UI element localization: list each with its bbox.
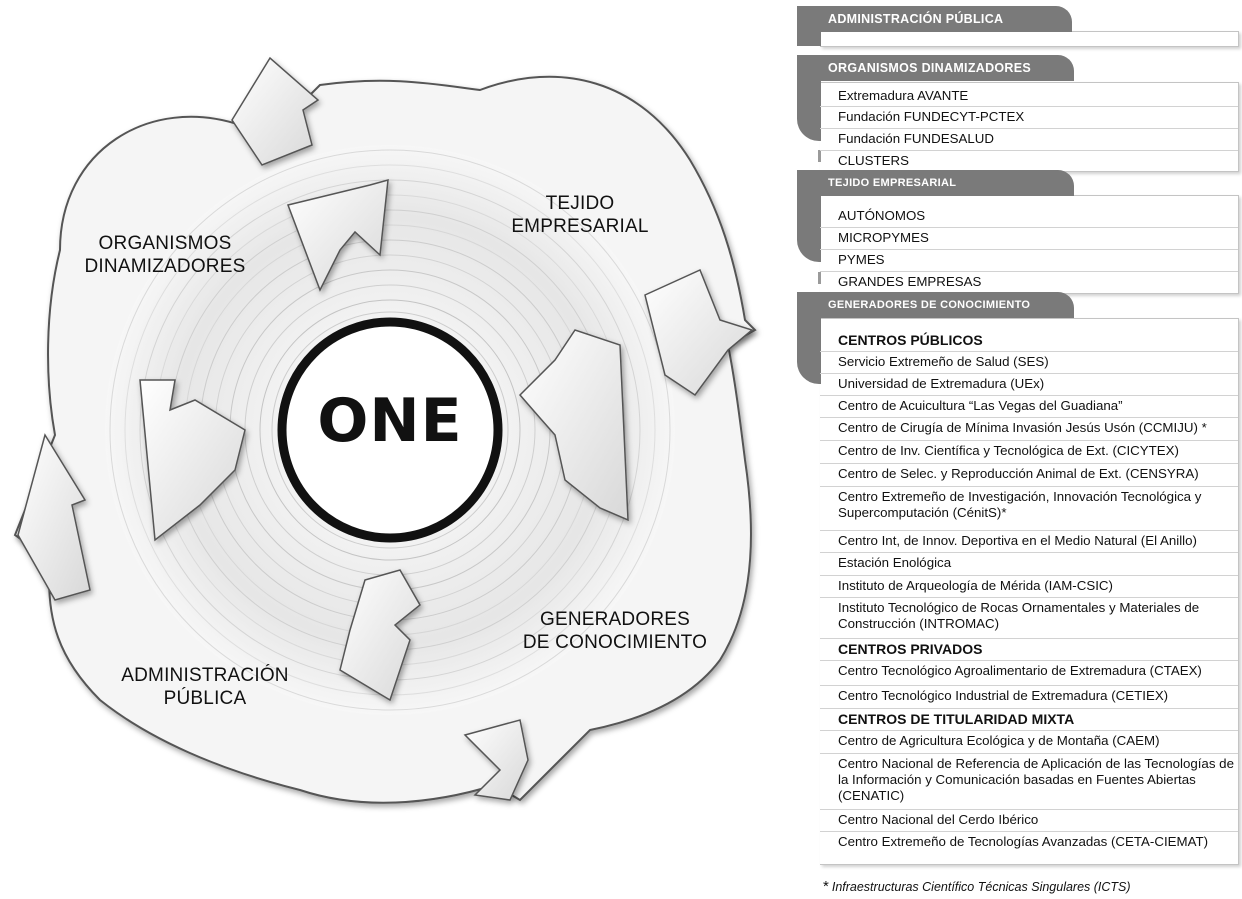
list-item: Fundación FUNDESALUD bbox=[820, 129, 1238, 151]
label-tejido-empresarial: TEJIDO EMPRESARIAL bbox=[490, 192, 670, 238]
list-item: GRANDES EMPRESAS bbox=[838, 274, 982, 289]
list-item: MICROPYMES bbox=[820, 228, 1238, 250]
label-generadores-conocimiento: GENERADORES DE CONOCIMIENTO bbox=[505, 608, 725, 654]
list-item: Centro de Selec. y Reproducción Animal d… bbox=[820, 464, 1238, 487]
inner-arrows bbox=[139, 178, 629, 702]
list-item: Centro Int, de Innov. Deportiva en el Me… bbox=[820, 531, 1238, 553]
list-item: Extremadura AVANTE bbox=[820, 86, 1238, 107]
cycle-diagram: ONE ORGANISMOS DINAMIZADORES TEJIDO EMPR… bbox=[13, 56, 757, 804]
label-administracion-publica: ADMINISTRACIÓN PÚBLICA bbox=[105, 664, 305, 710]
section-header-organismos: ORGANISMOS DINAMIZADORES bbox=[797, 55, 1074, 81]
list-item: Centro de Agricultura Ecológica y de Mon… bbox=[820, 731, 1238, 754]
list-item: Instituto Tecnológico de Rocas Ornamenta… bbox=[820, 598, 1238, 639]
list-item: CLUSTERS bbox=[838, 153, 909, 168]
section-generadores-box bbox=[820, 318, 1239, 865]
section-header-generadores: GENERADORES DE CONOCIMIENTO bbox=[797, 292, 1074, 318]
label-generadores-line2: DE CONOCIMIENTO bbox=[522, 632, 708, 653]
list-item: Centro de Cirugía de Mínima Invasión Jes… bbox=[820, 418, 1238, 441]
label-organismos-line1: ORGANISMOS bbox=[98, 233, 232, 254]
category-heading: CENTROS PÚBLICOS bbox=[820, 330, 1238, 352]
label-organismos-dinamizadores: ORGANISMOS DINAMIZADORES bbox=[60, 232, 270, 278]
label-organismos-line2: DINAMIZADORES bbox=[84, 256, 246, 277]
one-logo: ONE bbox=[317, 386, 463, 456]
label-tejido-line2: EMPRESARIAL bbox=[511, 216, 649, 237]
list-item: Centro Nacional del Cerdo Ibérico bbox=[820, 810, 1238, 832]
section-organismos-notch bbox=[818, 150, 821, 162]
section-organismos-box bbox=[820, 82, 1239, 172]
list-item: Centro Tecnológico Agroalimentario de Ex… bbox=[820, 661, 1238, 686]
label-administracion-line2: PÚBLICA bbox=[163, 688, 247, 709]
section-tejido-notch bbox=[818, 272, 821, 284]
list-item: Universidad de Extremadura (UEx) bbox=[820, 374, 1238, 396]
footnote-text: Infraestructuras Científico Técnicas Sin… bbox=[831, 880, 1131, 894]
outer-arrows bbox=[17, 56, 754, 801]
center-logo-circle bbox=[277, 317, 503, 543]
list-item: Servicio Extremeño de Salud (SES) bbox=[820, 352, 1238, 374]
cycle-diagram-graphic bbox=[13, 56, 757, 804]
list-item: Centro de Inv. Científica y Tecnológica … bbox=[820, 441, 1238, 464]
list-item: AUTÓNOMOS bbox=[820, 206, 1238, 228]
list-item: PYMES bbox=[820, 250, 1238, 272]
list-item: Centro Nacional de Referencia de Aplicac… bbox=[820, 754, 1238, 810]
list-item: Instituto de Arqueología de Mérida (IAM-… bbox=[820, 576, 1238, 598]
list-item: Estación Enológica bbox=[820, 553, 1238, 576]
section-header-tejido: TEJIDO EMPRESARIAL bbox=[797, 170, 1074, 196]
label-tejido-line1: TEJIDO bbox=[545, 193, 615, 214]
list-item: Fundación FUNDECYT-PCTEX bbox=[820, 107, 1238, 129]
section-header-administracion: ADMINISTRACIÓN PÚBLICA bbox=[797, 6, 1072, 32]
list-item: Centro Tecnológico Industrial de Extrema… bbox=[820, 686, 1238, 709]
section-administracion-box bbox=[820, 31, 1239, 47]
entities-panel: ADMINISTRACIÓN PÚBLICA ORGANISMOS DINAMI… bbox=[797, 0, 1242, 899]
category-heading: CENTROS DE TITULARIDAD MIXTA bbox=[820, 709, 1238, 731]
list-item: Centro Extremeño de Investigación, Innov… bbox=[820, 487, 1238, 531]
label-generadores-line1: GENERADORES bbox=[539, 609, 690, 630]
list-item: Centro de Acuicultura “Las Vegas del Gua… bbox=[820, 396, 1238, 418]
list-item: Centro Extremeño de Tecnologías Avanzada… bbox=[838, 834, 1209, 849]
label-administracion-line1: ADMINISTRACIÓN bbox=[121, 665, 289, 686]
footnote-asterisk: * bbox=[823, 878, 829, 895]
category-heading: CENTROS PRIVADOS bbox=[820, 639, 1238, 661]
footnote: *Infraestructuras Científico Técnicas Si… bbox=[823, 878, 1242, 895]
